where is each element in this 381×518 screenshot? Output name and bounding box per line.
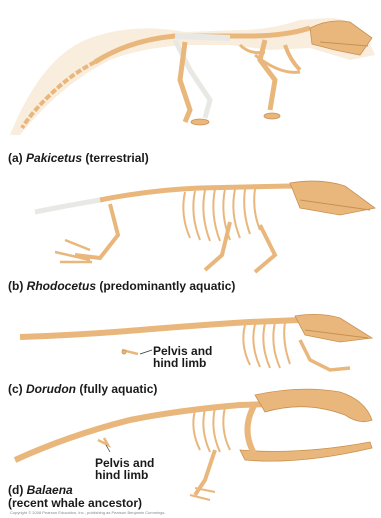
pakicetus-skeleton	[10, 18, 375, 135]
caption-b: (b) Rhodocetus (predominantly aquatic)	[8, 280, 235, 293]
caption-c: (c) Dorudon (fully aquatic)	[8, 383, 157, 396]
caption-a: (a) Pakicetus (terrestrial)	[8, 152, 149, 165]
balaena-pelvis-label: Pelvis and hind limb	[95, 457, 154, 481]
rhodocetus-skeleton	[35, 181, 375, 272]
copyright-notice: Copyright © 2008 Pearson Education, Inc.…	[10, 510, 165, 515]
caption-d: (d) Balaena (recent whale ancestor)	[8, 484, 142, 510]
dorudon-pelvis-label: Pelvis and hind limb	[153, 345, 212, 369]
